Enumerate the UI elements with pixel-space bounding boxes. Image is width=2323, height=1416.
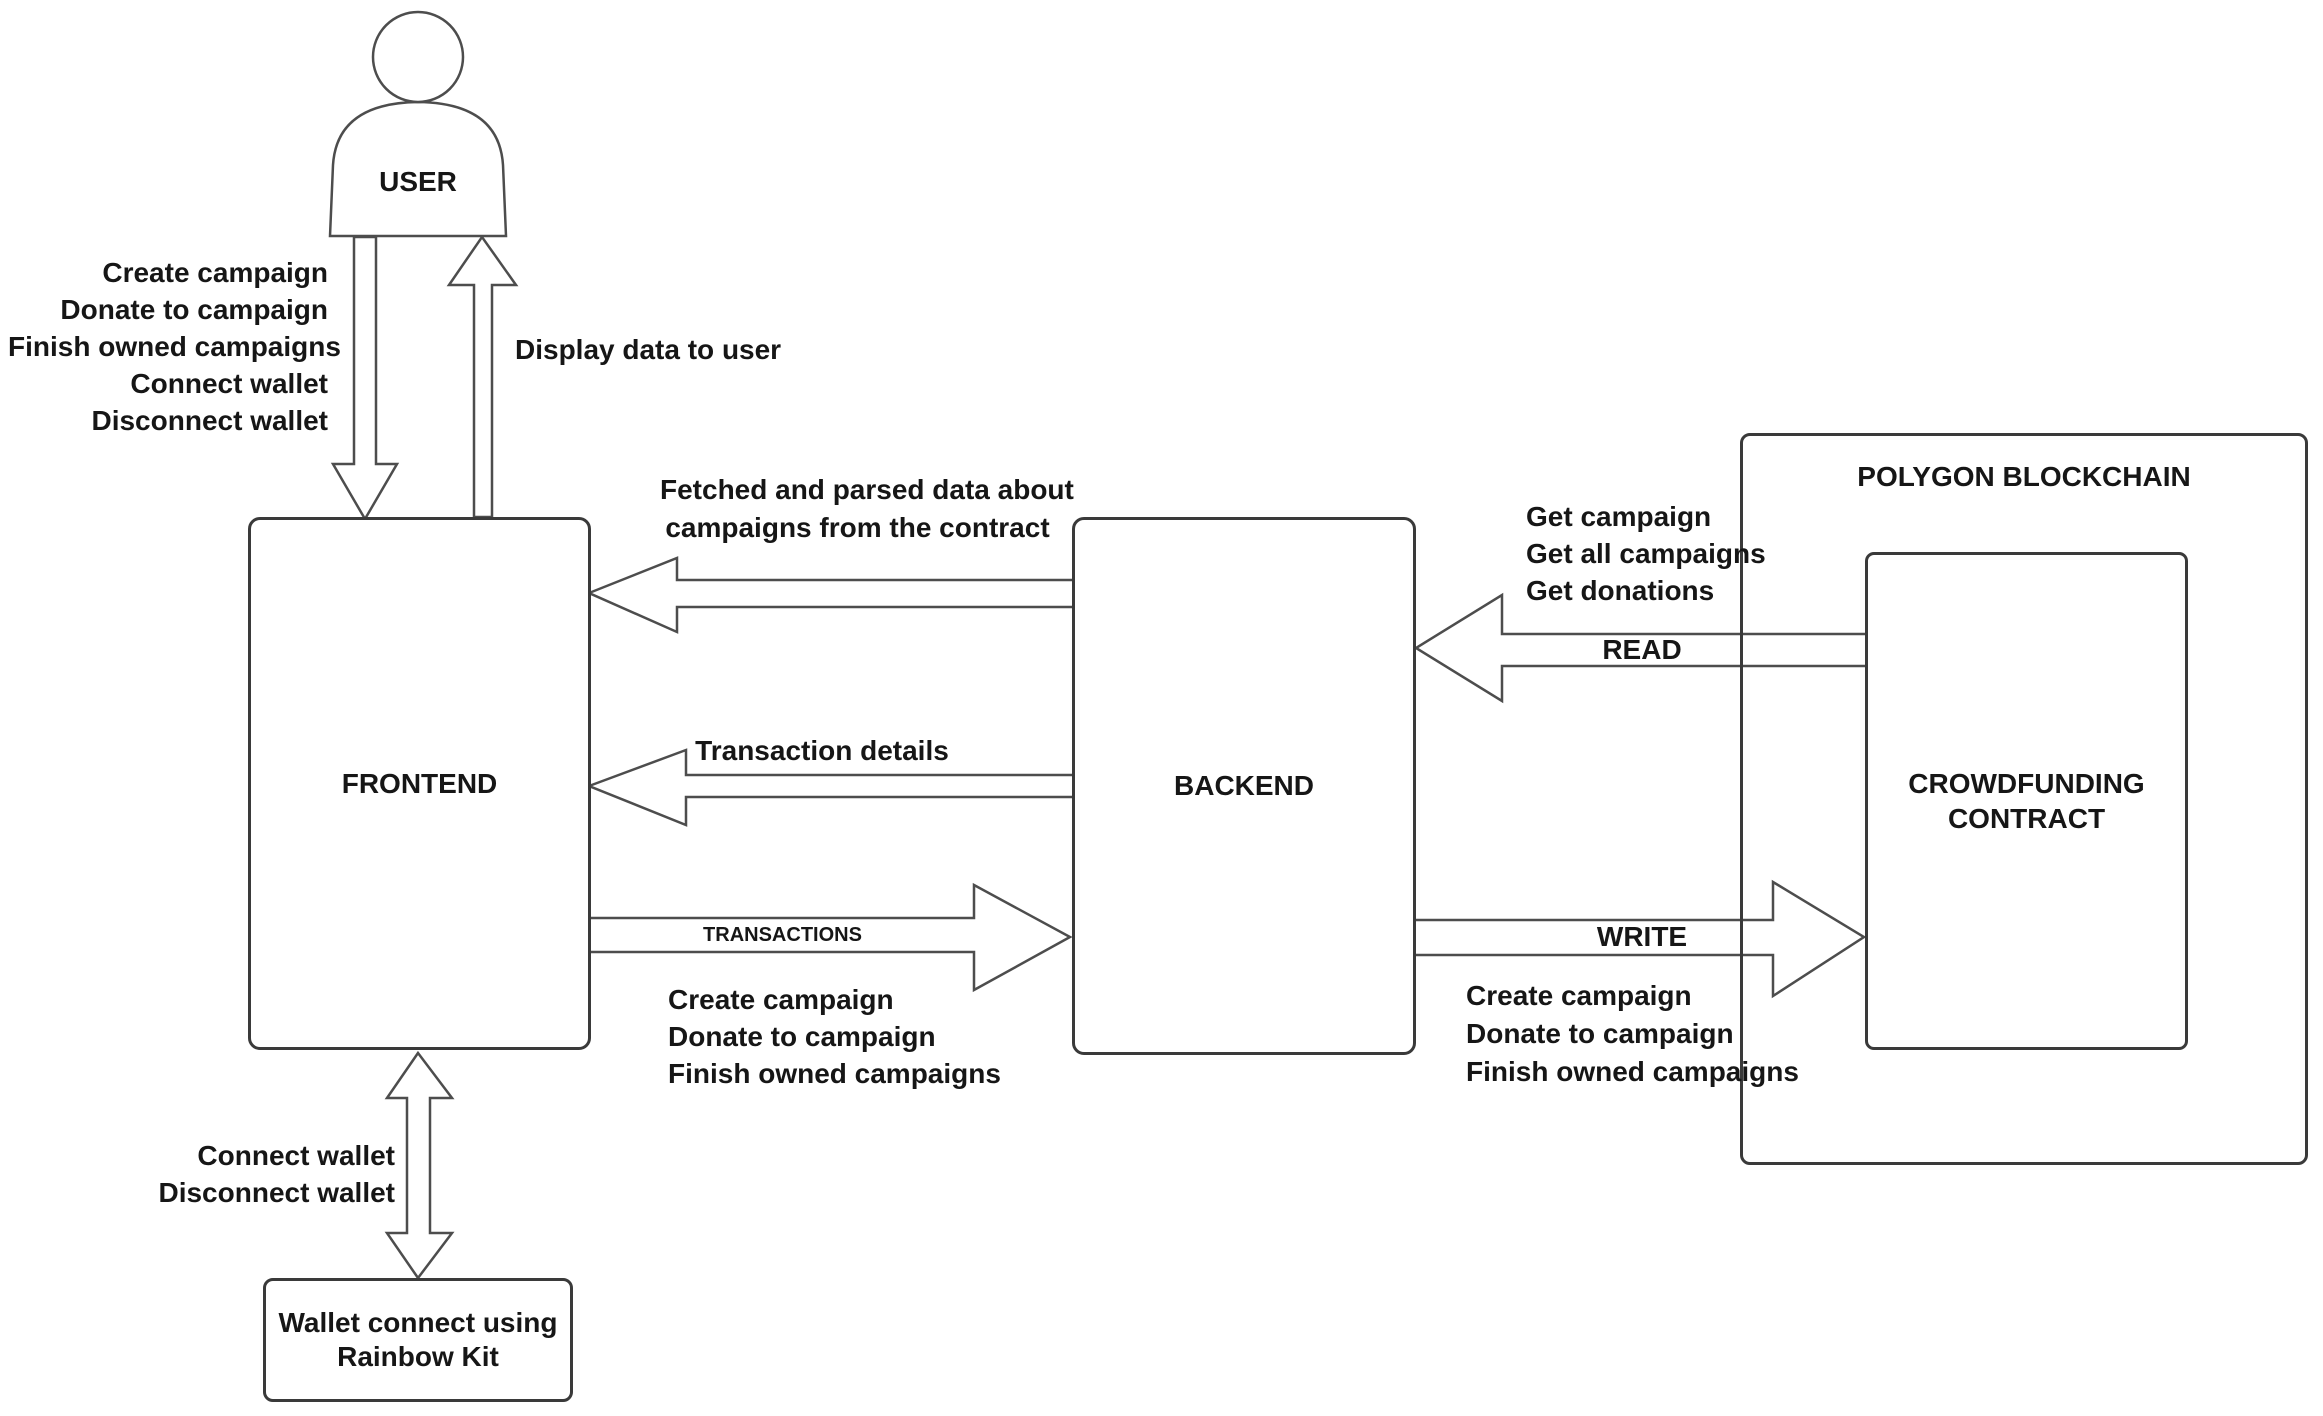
- edge-label-line: Create campaign: [102, 257, 328, 288]
- frontend-box: FRONTEND: [248, 517, 591, 1050]
- edge-label-line: Finish owned campaigns: [8, 331, 341, 362]
- write-caption: WRITE: [1596, 921, 1688, 952]
- edge-label-line: Donate to campaign: [668, 1021, 936, 1052]
- arrow-frontend-to-backend: [587, 882, 1073, 993]
- transaction-details-label: Transaction details: [695, 735, 949, 766]
- backend-label: BACKEND: [1174, 770, 1314, 801]
- edge-label-line: Connect wallet: [130, 368, 328, 399]
- edge-label-line: Donate to campaign: [1466, 1018, 1734, 1049]
- edge-label-line: Create campaign: [1466, 980, 1692, 1011]
- edge-label-line: Create campaign: [668, 984, 894, 1015]
- user-head-shape: [371, 10, 465, 104]
- wallet-connect-label-line: Rainbow Kit: [337, 1341, 499, 1372]
- user-label: USER: [379, 166, 457, 197]
- user-to-frontend-actions: Create campaign Donate to campaign Finis…: [8, 254, 341, 439]
- crowdfunding-contract-label-line: CROWDFUNDING: [1908, 768, 2145, 799]
- edge-label-line: Donate to campaign: [60, 294, 328, 325]
- crowdfunding-contract-box: CROWDFUNDING CONTRACT: [1865, 552, 2188, 1050]
- edge-label-line: Get campaign: [1526, 501, 1712, 532]
- crowdfunding-contract-label-line: CONTRACT: [1947, 803, 2106, 834]
- transactions-caption: TRANSACTIONS: [703, 924, 862, 946]
- frontend-to-backend-actions: Create campaign Donate to campaign Finis…: [668, 981, 1001, 1092]
- edge-label-line: Connect wallet: [197, 1140, 395, 1171]
- edge-label-line: Get all campaigns: [1526, 538, 1766, 569]
- polygon-blockchain-box: POLYGON BLOCKCHAIN: [1740, 433, 2308, 1165]
- arrow-frontend-wallet-bidirectional: [384, 1050, 455, 1281]
- edge-label-line: Finish owned campaigns: [1466, 1056, 1799, 1087]
- backend-to-contract-actions: Create campaign Donate to campaign Finis…: [1466, 977, 1799, 1091]
- edge-label-line: Disconnect wallet: [91, 405, 328, 436]
- edge-label-line: Finish owned campaigns: [668, 1058, 1001, 1089]
- arrow-backend-to-frontend-data: [585, 556, 1076, 634]
- user-figure-icon: [328, 10, 508, 238]
- wallet-connect-label-line: Wallet connect using: [278, 1307, 558, 1338]
- arrow-contract-to-backend: [1413, 592, 1870, 704]
- read-caption: READ: [1602, 634, 1682, 665]
- edge-label-line: Get donations: [1526, 575, 1715, 606]
- frontend-label: FRONTEND: [341, 767, 498, 799]
- edge-label-line: Disconnect wallet: [158, 1177, 395, 1208]
- arrow-backend-to-frontend-tx: [585, 748, 1076, 827]
- polygon-blockchain-label: POLYGON BLOCKCHAIN: [1857, 461, 2191, 492]
- arrow-backend-to-contract: [1412, 879, 1867, 999]
- wallet-connect-box: Wallet connect using Rainbow Kit: [263, 1278, 573, 1402]
- contract-read-actions: Get campaign Get all campaigns Get donat…: [1526, 498, 1766, 609]
- edge-label-line: Fetched and parsed data about: [660, 474, 1074, 505]
- display-data-label: Display data to user: [515, 334, 782, 365]
- arrow-user-to-frontend: [330, 235, 400, 522]
- fetched-data-label: Fetched and parsed data about campaigns …: [660, 471, 1074, 547]
- arrow-frontend-to-user: [446, 234, 519, 519]
- edge-label-line: campaigns from the contract: [665, 512, 1050, 543]
- backend-box: BACKEND: [1072, 517, 1416, 1055]
- frontend-to-wallet-actions: Connect wallet Disconnect wallet: [95, 1137, 395, 1211]
